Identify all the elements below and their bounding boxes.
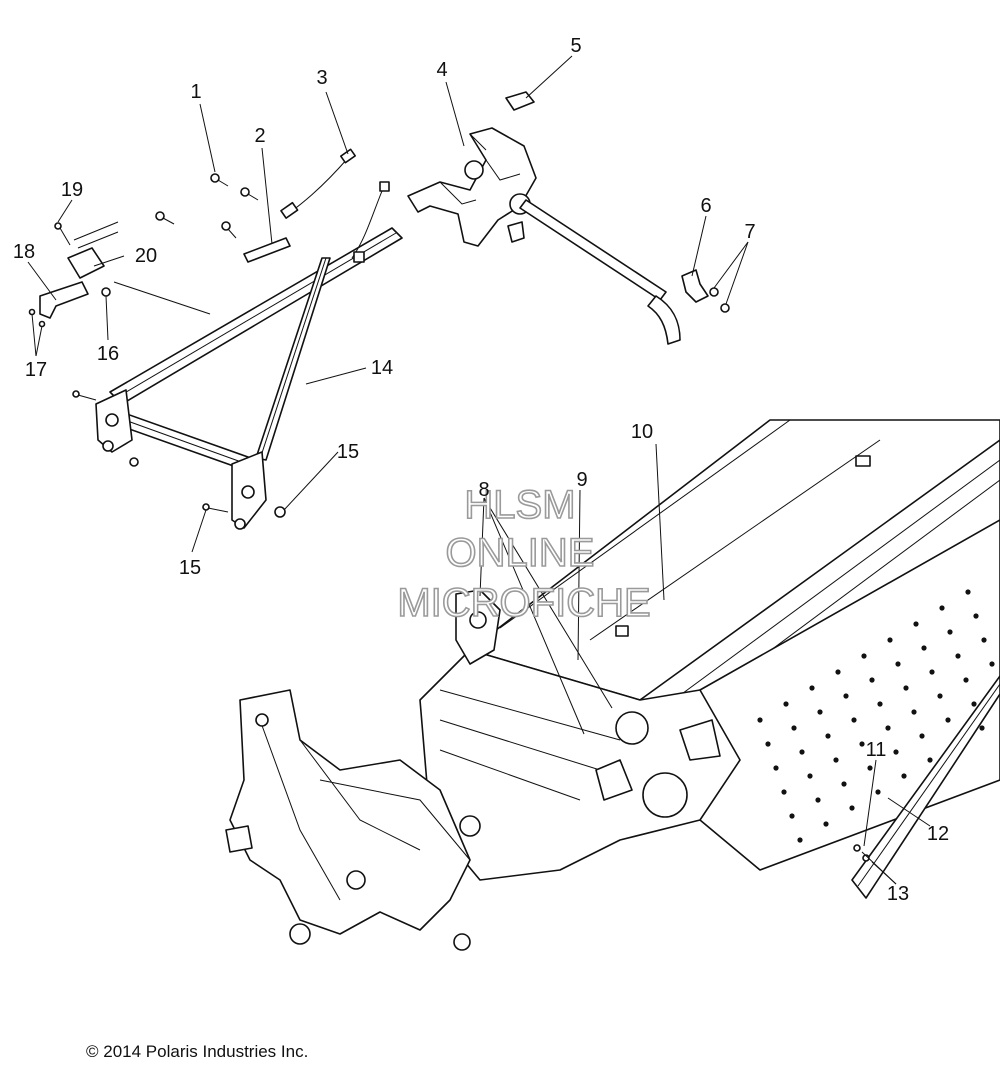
- callout-11: 11: [866, 739, 887, 761]
- panel-hole: [851, 717, 857, 723]
- panel-hole: [757, 717, 763, 723]
- callout-18: 18: [13, 241, 35, 263]
- watermark-line-2: ONLINE: [446, 531, 595, 575]
- callout-8: 8: [478, 479, 489, 501]
- panel-hole: [825, 733, 831, 739]
- panel-hole: [947, 629, 953, 635]
- copyright-notice: © 2014 Polaris Industries Inc.: [86, 1042, 309, 1061]
- panel-hole: [979, 725, 985, 731]
- callout-9: 9: [576, 469, 587, 491]
- panel-hole: [901, 773, 907, 779]
- callout-3: 3: [316, 67, 327, 89]
- panel-hole: [765, 741, 771, 747]
- callout-12: 12: [927, 823, 949, 845]
- watermark-line-3: MICROFICHE: [397, 581, 650, 625]
- steering-post-bar-assembly: [28, 148, 403, 530]
- panel-hole: [971, 701, 977, 707]
- panel-hole: [927, 757, 933, 763]
- panel-hole: [833, 757, 839, 763]
- panel-hole: [815, 797, 821, 803]
- panel-hole-pattern: [757, 589, 995, 843]
- chassis-frame: [225, 419, 1000, 951]
- callout-19: 19: [61, 179, 83, 201]
- panel-hole: [859, 741, 865, 747]
- callout-17: 17: [25, 359, 47, 381]
- steering-column-assembly: [407, 91, 730, 345]
- panel-hole: [849, 805, 855, 811]
- panel-hole: [823, 821, 829, 827]
- panel-hole: [989, 661, 995, 667]
- callout-7: 7: [744, 221, 755, 243]
- panel-hole: [867, 765, 873, 771]
- panel-hole: [885, 725, 891, 731]
- panel-hole: [789, 813, 795, 819]
- panel-hole: [981, 637, 987, 643]
- callout-10: 10: [631, 421, 653, 443]
- panel-hole: [945, 717, 951, 723]
- panel-hole: [797, 837, 803, 843]
- panel-hole: [973, 613, 979, 619]
- panel-hole: [783, 701, 789, 707]
- callout-14: 14: [371, 357, 393, 379]
- panel-hole: [963, 677, 969, 683]
- callout-1: 1: [190, 81, 201, 103]
- panel-hole: [937, 693, 943, 699]
- callout-15-left: 15: [179, 557, 201, 579]
- panel-hole: [919, 733, 925, 739]
- panel-hole: [791, 725, 797, 731]
- panel-hole: [835, 669, 841, 675]
- panel-hole: [773, 765, 779, 771]
- panel-hole: [939, 605, 945, 611]
- panel-hole: [965, 589, 971, 595]
- callout-15-right: 15: [337, 441, 359, 463]
- panel-hole: [921, 645, 927, 651]
- panel-hole: [799, 749, 805, 755]
- panel-hole: [887, 637, 893, 643]
- panel-hole: [911, 709, 917, 715]
- panel-hole: [817, 709, 823, 715]
- panel-hole: [955, 653, 961, 659]
- panel-hole: [893, 749, 899, 755]
- callout-5: 5: [570, 35, 581, 57]
- watermark-line-1: HLSM: [464, 483, 575, 527]
- panel-hole: [869, 677, 875, 683]
- callout-2: 2: [254, 125, 265, 147]
- panel-hole: [875, 789, 881, 795]
- leader-lines: [27, 55, 931, 885]
- panel-hole: [929, 669, 935, 675]
- panel-hole: [781, 789, 787, 795]
- callout-20: 20: [135, 245, 157, 267]
- panel-hole: [807, 773, 813, 779]
- callout-16: 16: [97, 343, 119, 365]
- callout-6: 6: [700, 195, 711, 217]
- watermark: HLSM ONLINE MICROFICHE: [397, 482, 652, 626]
- panel-hole: [843, 693, 849, 699]
- panel-hole: [861, 653, 867, 659]
- callout-labels: 1 2 3 4 5 6 7 8 9 10 11 12 13 14 15 15 1…: [13, 35, 949, 905]
- panel-hole: [913, 621, 919, 627]
- panel-hole: [903, 685, 909, 691]
- panel-hole: [809, 685, 815, 691]
- callout-4: 4: [436, 59, 447, 81]
- panel-hole: [841, 781, 847, 787]
- panel-hole: [895, 661, 901, 667]
- panel-hole: [877, 701, 883, 707]
- callout-13: 13: [887, 883, 909, 905]
